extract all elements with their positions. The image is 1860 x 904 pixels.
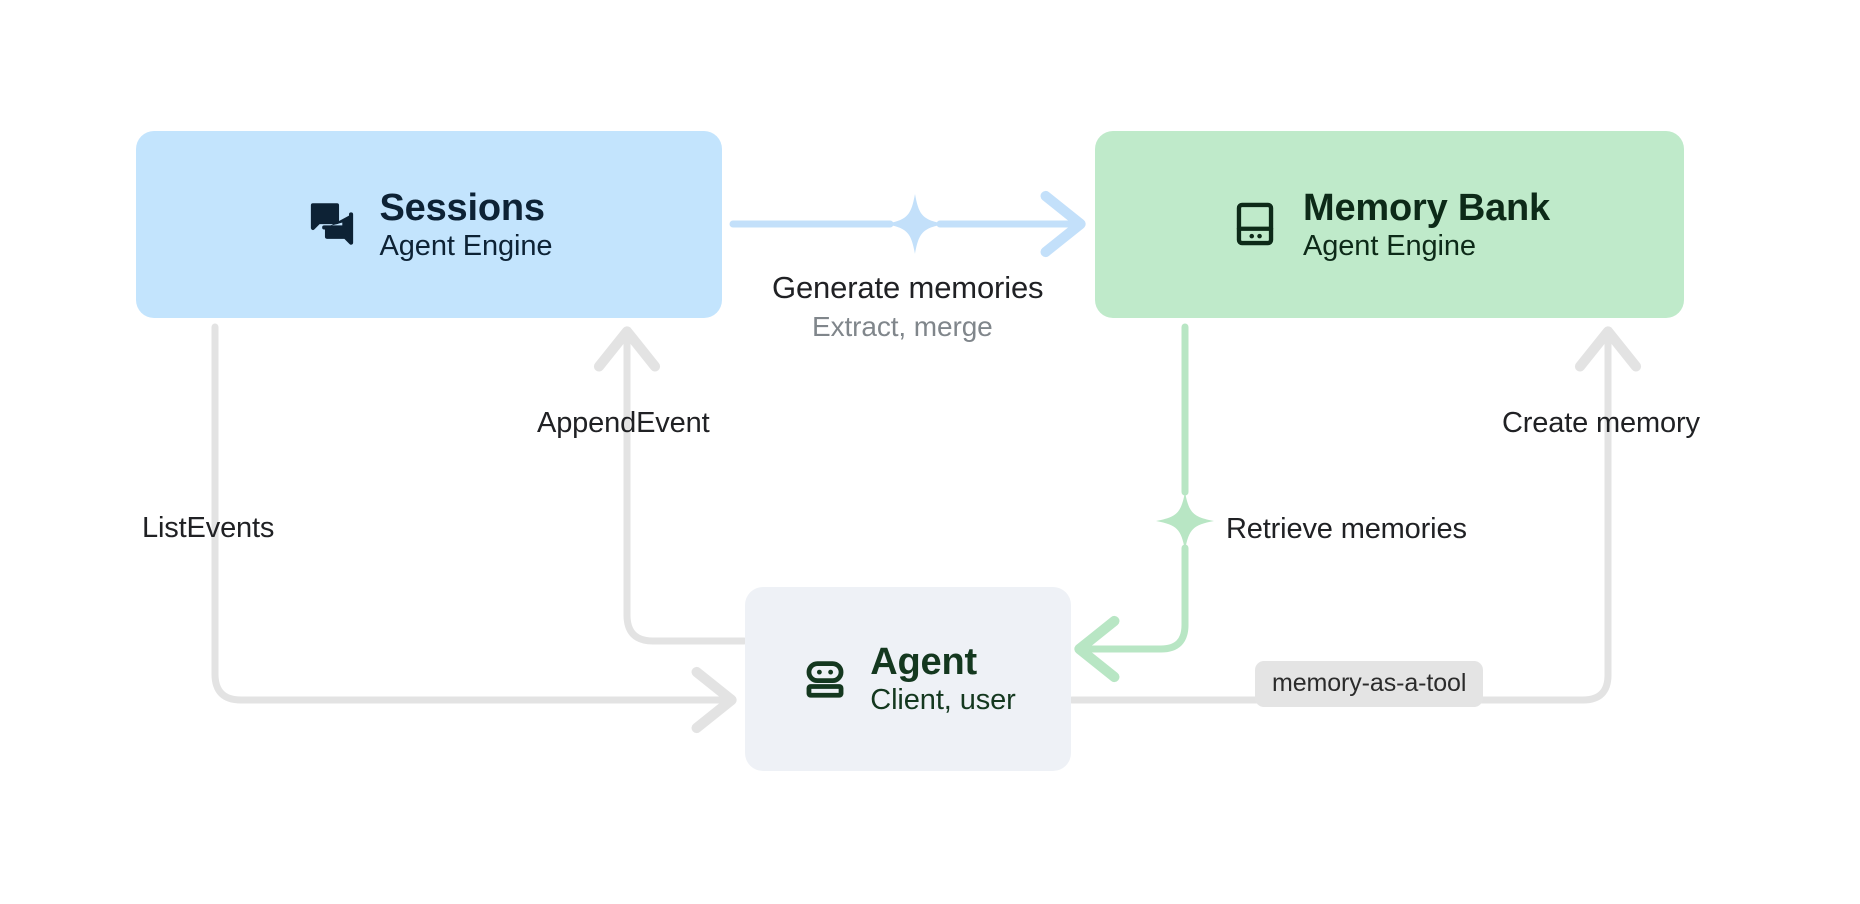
node-memory-bank-title: Memory Bank xyxy=(1303,186,1550,229)
edge-label-append-event: AppendEvent xyxy=(537,407,710,439)
edge-append-event xyxy=(593,326,748,645)
chip-memory-as-a-tool: memory-as-a-tool xyxy=(1255,661,1484,707)
edge-retrieve-memories xyxy=(1074,323,1189,683)
node-memory-bank[interactable]: Memory Bank Agent Engine xyxy=(1095,131,1684,318)
edge-list-events xyxy=(211,323,737,734)
node-agent[interactable]: Agent Client, user xyxy=(745,587,1071,771)
node-sessions[interactable]: Sessions Agent Engine xyxy=(136,131,722,318)
database-icon xyxy=(1236,203,1274,246)
sparkle-icon-retrieve xyxy=(1156,492,1214,550)
forum-icon xyxy=(310,203,353,246)
edge-label-retrieve-memories: Retrieve memories xyxy=(1226,513,1467,545)
node-memory-bank-subtitle: Agent Engine xyxy=(1303,229,1476,262)
edge-sublabel-generate-memories: Extract, merge xyxy=(812,311,993,342)
node-sessions-title: Sessions xyxy=(379,186,545,229)
node-agent-title: Agent xyxy=(870,641,977,684)
edge-label-generate-memories: Generate memories xyxy=(772,270,1044,305)
node-agent-subtitle: Client, user xyxy=(870,684,1016,717)
edge-label-list-events: ListEvents xyxy=(142,512,275,544)
sparkle-icon-generate xyxy=(885,194,945,254)
node-sessions-subtitle: Agent Engine xyxy=(379,229,553,262)
edge-create-memory xyxy=(1068,326,1642,704)
robot-icon xyxy=(806,661,844,698)
edge-label-create-memory: Create memory xyxy=(1502,407,1700,439)
